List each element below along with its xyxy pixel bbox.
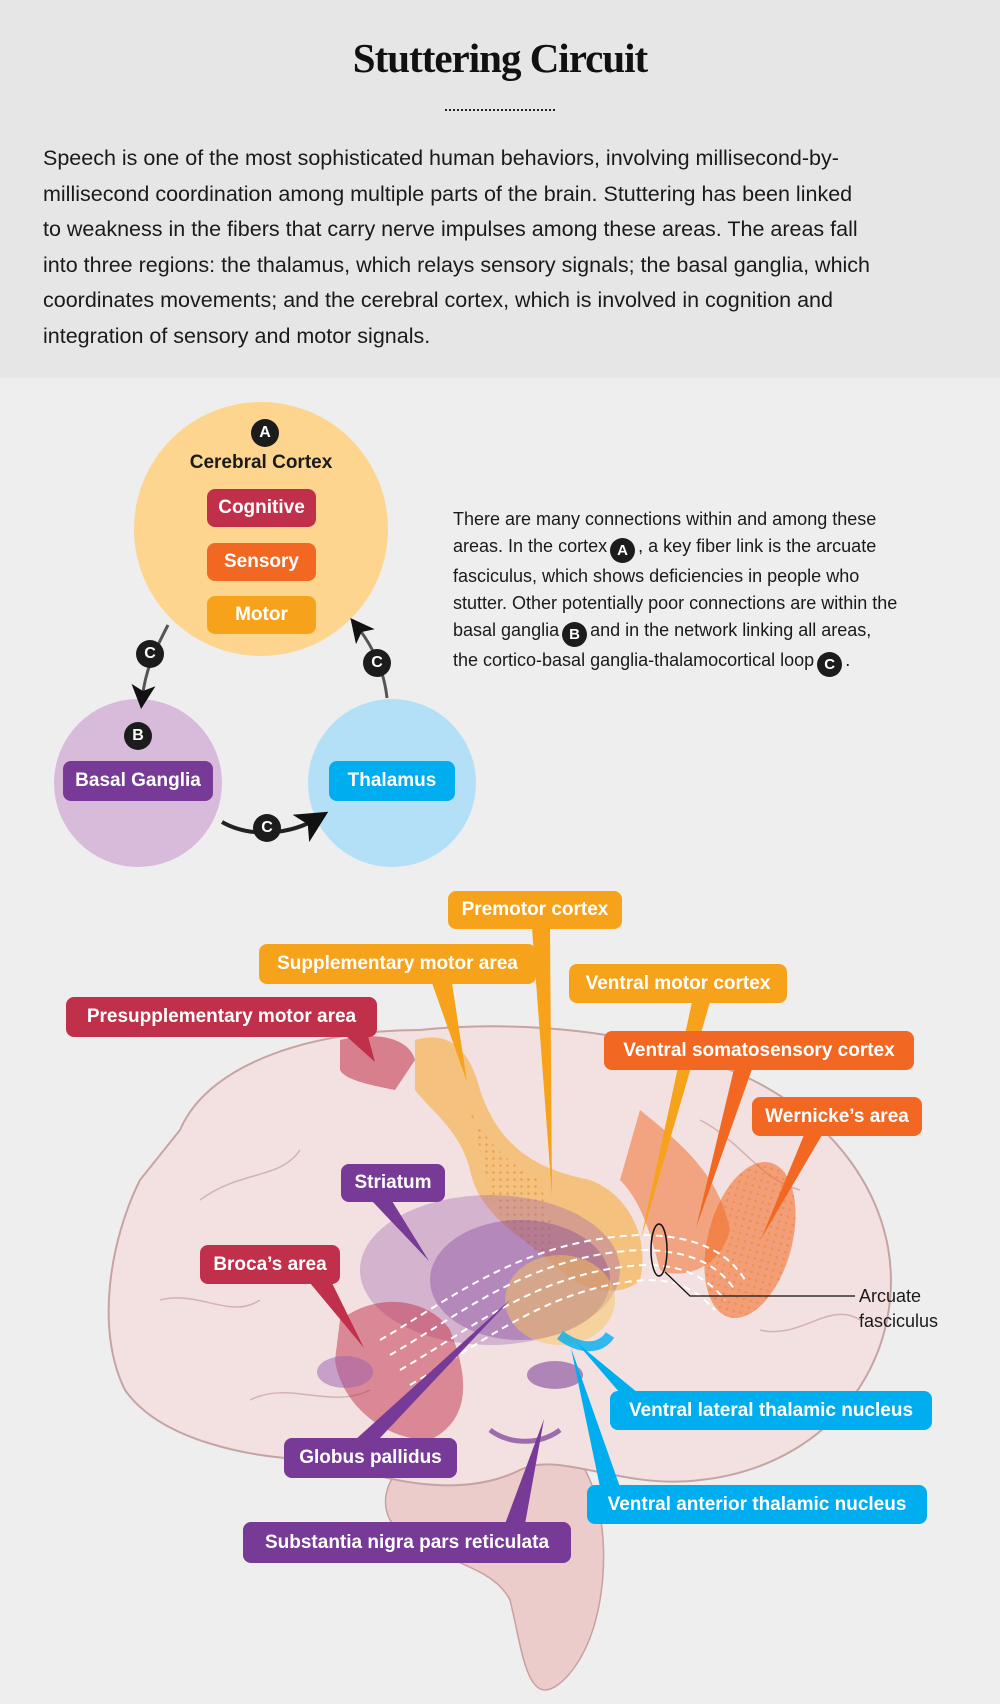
text: areas. In the cortex (453, 536, 608, 556)
intro-line: Speech is one of the most sophisticated … (43, 146, 839, 170)
label-ventral-motor-cortex: Ventral motor cortex (569, 964, 787, 1003)
basal-ganglia-pill: Basal Ganglia (63, 761, 213, 801)
text: fasciculus (859, 1311, 939, 1331)
side-text: There are many connections within and am… (453, 506, 897, 677)
badge-c: C (136, 640, 164, 668)
side-line: the cortico-basal ganglia-thalamocortica… (453, 647, 897, 677)
text: basal ganglia (453, 620, 560, 640)
intro-line: into three regions: the thalamus, which … (43, 252, 871, 277)
label-ventral-lateral-thalamic-nucleus: Ventral lateral thalamic nucleus (610, 1391, 932, 1430)
label-pointers (310, 928, 822, 1524)
label-arcuate-fasciculus: Arcuate fasciculus (859, 1284, 938, 1334)
label-premotor-cortex: Premotor cortex (448, 891, 622, 929)
side-line: fasciculus, which shows deficiencies in … (453, 566, 860, 586)
badge-c: C (817, 652, 843, 677)
label-brocas-area: Broca’s area (200, 1245, 340, 1284)
text: the cortico-basal ganglia-thalamocortica… (453, 650, 815, 670)
divider (445, 109, 555, 111)
cognitive-pill: Cognitive (207, 489, 316, 527)
side-line: There are many connections within and am… (453, 509, 877, 529)
side-line: stutter. Other potentially poor connecti… (453, 593, 898, 613)
badge-c: C (253, 814, 281, 842)
cortex-circle (134, 402, 388, 656)
cortex-title: Cerebral Cortex (189, 452, 333, 473)
badge-b: B (124, 722, 152, 750)
text: . (845, 650, 851, 670)
intro-line: integration of sensory and motor signals… (43, 323, 431, 348)
intro-text: Speech is one of the most sophisticated … (43, 141, 870, 354)
badge-a: A (610, 538, 636, 563)
motor-pill: Motor (207, 596, 316, 634)
label-presupplementary-motor-area: Presupplementary motor area (66, 997, 377, 1037)
sensory-pill: Sensory (207, 543, 316, 581)
brain-illustration (107, 1025, 892, 1691)
text: , a key fiber link is the arcuate (638, 536, 877, 556)
thalamus-pill: Thalamus (329, 761, 455, 801)
label-globus-pallidus: Globus pallidus (284, 1438, 457, 1478)
label-ventral-somatosensory-cortex: Ventral somatosensory cortex (604, 1031, 914, 1070)
intro-line: coordinates movements; and the cerebral … (43, 288, 833, 312)
intro-line: to weakness in the fibers that carry ner… (43, 217, 858, 241)
label-substantia-nigra: Substantia nigra pars reticulata (243, 1522, 571, 1563)
badge-c: C (363, 649, 391, 677)
header (0, 0, 1000, 378)
text: Arcuate (859, 1286, 922, 1306)
text: and in the network linking all areas, (590, 620, 872, 640)
label-wernickes-area: Wernicke’s area (752, 1097, 922, 1136)
label-ventral-anterior-thalamic-nucleus: Ventral anterior thalamic nucleus (587, 1485, 927, 1524)
badge-b: B (562, 622, 588, 647)
badge-a: A (251, 419, 279, 447)
label-striatum: Striatum (341, 1164, 445, 1202)
intro-line: millisecond coordination among multiple … (43, 181, 853, 206)
page-title: Stuttering Circuit (352, 35, 648, 81)
label-supplementary-motor-area: Supplementary motor area (259, 944, 536, 984)
